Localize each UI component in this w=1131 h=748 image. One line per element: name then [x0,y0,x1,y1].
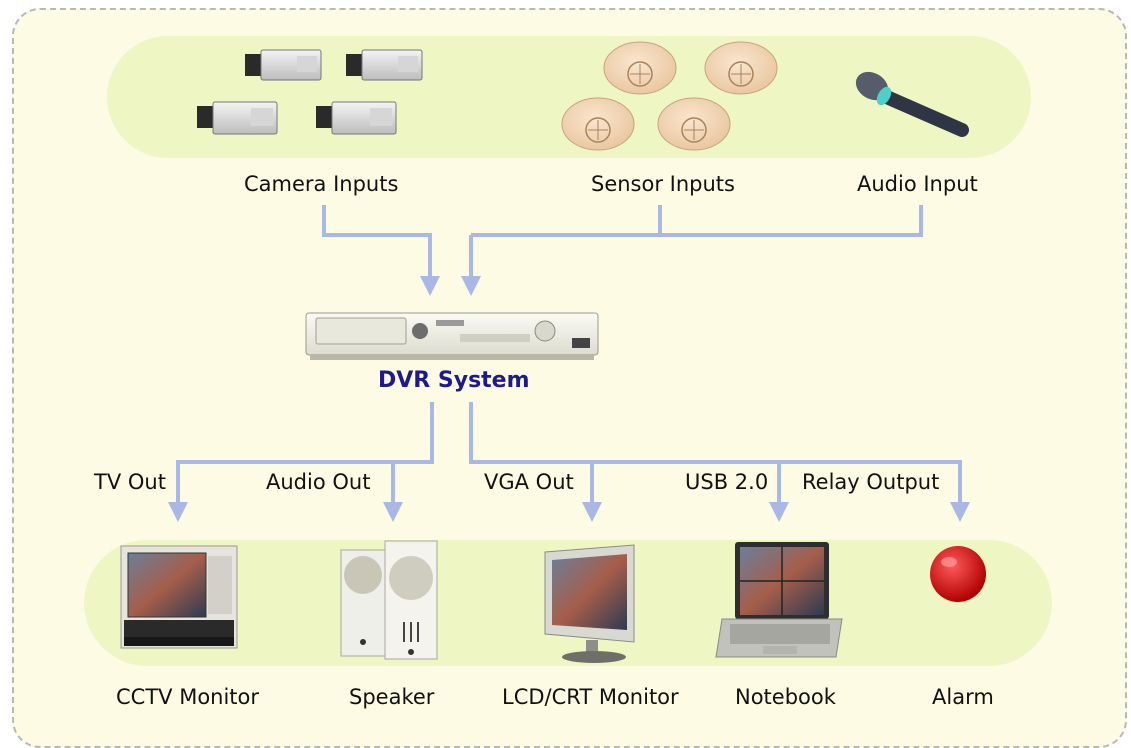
dvr-unit-icon [305,312,599,360]
connector-lines [168,205,970,522]
lcd-monitor-icon [544,544,635,663]
camera-icon-4 [316,101,397,135]
dvr-system-label: DVR System [378,368,530,393]
sensor-icon-1 [603,41,677,95]
vga-out-label: VGA Out [484,470,574,494]
usb-label: USB 2.0 [685,470,769,494]
cctv-monitor-icon [120,545,238,649]
dvr-left-trunk [168,402,434,522]
tv-out-label: TV Out [94,470,166,494]
alarm-icon [930,546,986,602]
camera-icon-1 [245,49,322,81]
microphone-icon [855,71,969,137]
camera-icon-3 [197,101,278,135]
sensor-inputs-label: Sensor Inputs [591,172,735,196]
sensor-icon-2 [704,41,778,95]
speaker-label: Speaker [349,685,435,709]
sensor-icon-3 [561,97,635,151]
speaker-icon [340,540,438,660]
lcd-crt-monitor-label: LCD/CRT Monitor [502,685,679,709]
audio-out-label: Audio Out [266,470,371,494]
camera-to-dvr-arrow [322,205,440,296]
notebook-label: Notebook [735,685,836,709]
camera-icon-2 [346,49,423,81]
audio-to-bus-line [471,205,923,237]
notebook-icon [715,542,843,658]
audio-input-label: Audio Input [857,172,978,196]
cctv-monitor-label: CCTV Monitor [116,685,260,709]
dvr-right-trunk [469,402,970,522]
alarm-label: Alarm [932,685,994,709]
sensor-icon-4 [657,97,731,151]
relay-output-label: Relay Output [802,470,940,494]
camera-inputs-label: Camera Inputs [244,172,399,196]
